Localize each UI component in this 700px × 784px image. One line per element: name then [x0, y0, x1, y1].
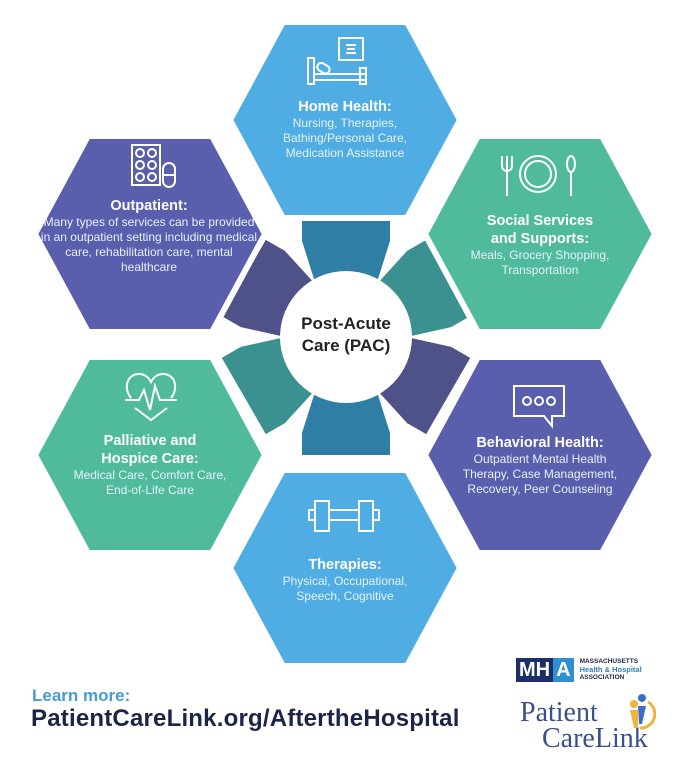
pills-icon [131, 144, 176, 188]
gear-tooth [302, 395, 390, 455]
website-link[interactable]: PatientCareLink.org/AftertheHospital [31, 705, 460, 732]
learn-more-label: Learn more: [32, 686, 131, 705]
segment-home-health: Home Health: Nursing, Therapies, Bathing… [282, 99, 408, 160]
center-circle [280, 271, 412, 403]
mha-logo: MH A MASSACHUSETTS Health & Hospital ASS… [516, 658, 642, 682]
center-label: Post-Acute Care (PAC) [301, 314, 391, 355]
gear-tooth [302, 219, 390, 279]
hospital-bed-icon [307, 37, 367, 85]
segment-social-services: Social Services and Supports: Meals, Gro… [470, 213, 610, 277]
segment-behavioral-health: Behavioral Health: Outpatient Mental Hea… [462, 435, 618, 496]
plate-utensils-icon [501, 155, 576, 196]
hexagon-social-services [421, 133, 659, 335]
speech-bubble-icon [513, 385, 565, 429]
patient-carelink-logo: Patient CareLink [520, 694, 656, 753]
hexagon-palliative [31, 354, 269, 556]
dumbbell-icon [308, 500, 380, 532]
segment-therapies: Therapies: Physical, Occupational, Speec… [282, 557, 408, 603]
hexagon-behavioral-health [421, 354, 659, 556]
segment-palliative: Palliative and Hospice Care: Medical Car… [73, 433, 227, 497]
segment-outpatient: Outpatient: Many types of services can b… [40, 198, 258, 274]
hexagon-home-health [226, 19, 464, 221]
people-logo-icon [630, 694, 656, 730]
heart-pulse-icon [125, 372, 177, 422]
hexagon-therapies [226, 467, 464, 669]
hexagon-outpatient [31, 133, 269, 335]
